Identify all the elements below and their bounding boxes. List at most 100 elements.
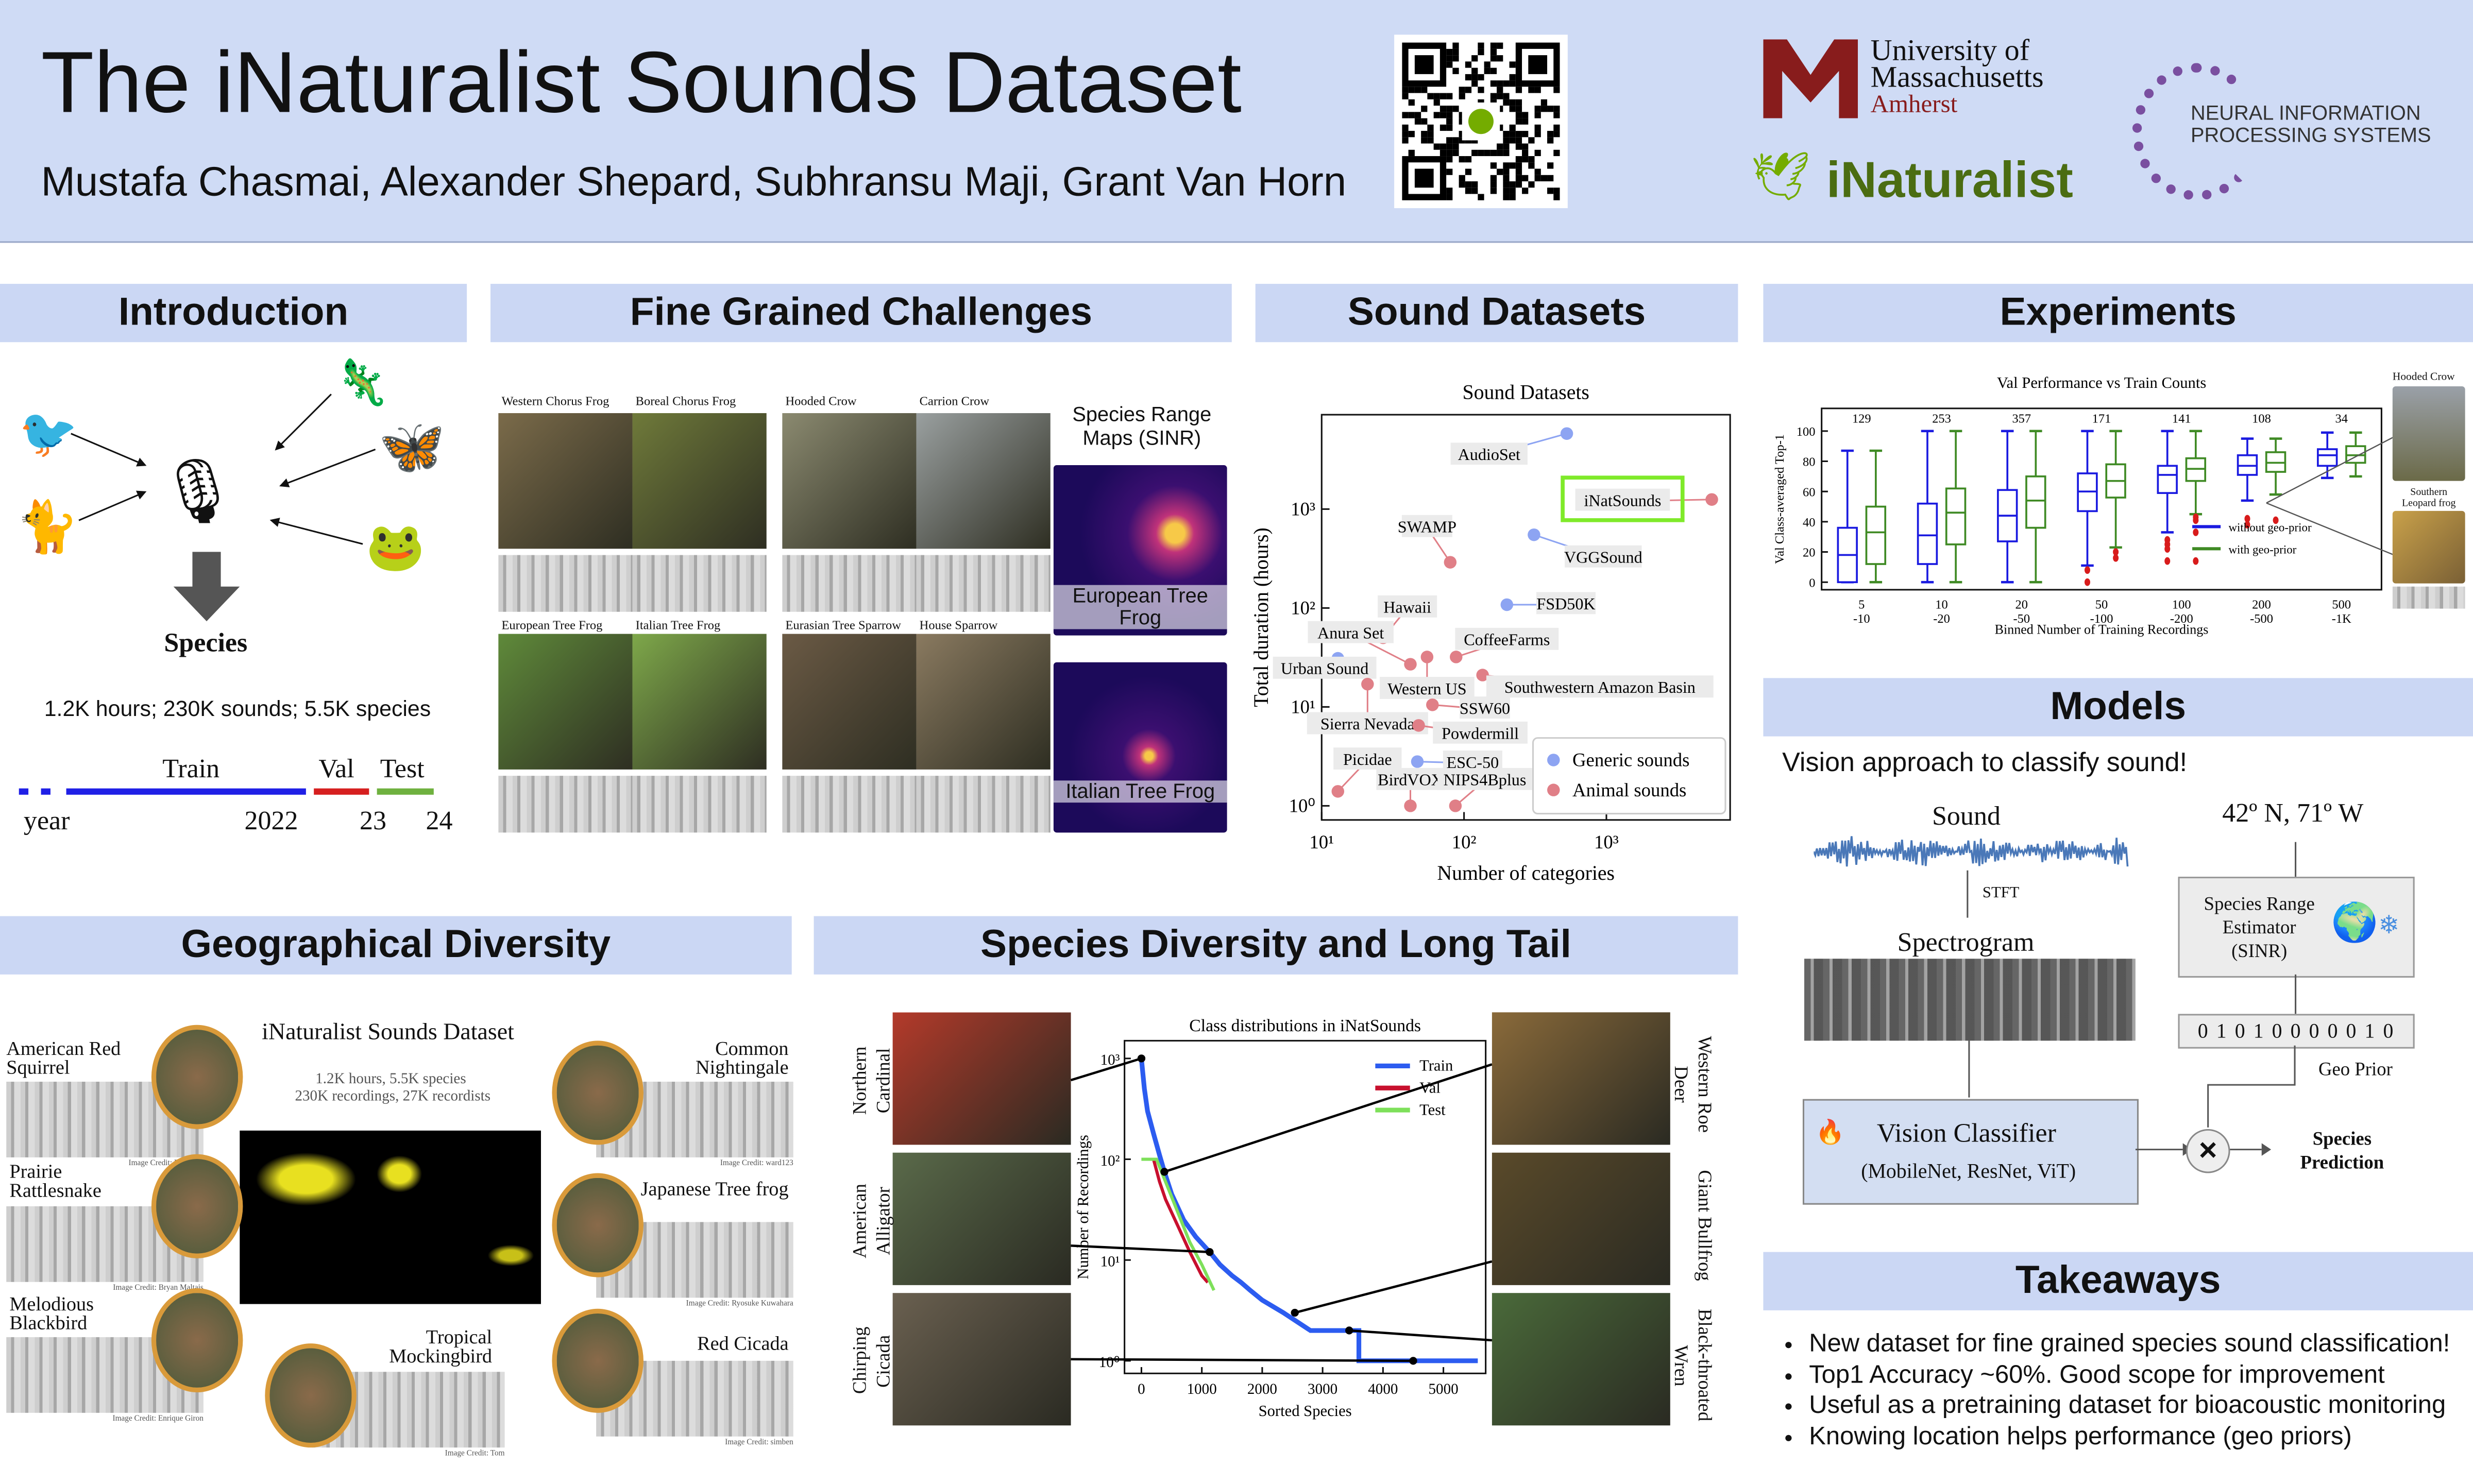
qr-module	[1516, 181, 1522, 187]
qr-module	[1490, 68, 1497, 74]
qr-code[interactable]	[1394, 35, 1568, 208]
qr-module	[1446, 55, 1452, 61]
qr-module	[1465, 156, 1471, 162]
timeline-train-bar	[66, 789, 306, 795]
qr-module	[1516, 156, 1522, 162]
qr-module	[1553, 187, 1560, 194]
timeline-test-label: Test	[380, 754, 425, 785]
highlighted-point	[1345, 1326, 1353, 1334]
bin-count: 253	[1932, 412, 1951, 425]
qr-module	[1471, 74, 1478, 80]
qr-module	[1553, 106, 1560, 112]
qr-module	[1497, 80, 1503, 87]
species-name-vertical: Northern Cardinal	[849, 1025, 893, 1135]
spectrogram-label: Spectrogram	[1898, 927, 2035, 959]
intro-stats: 1.2K hours; 230K sounds; 5.5K species	[44, 695, 431, 721]
x-tick-label: -20	[1933, 612, 1950, 626]
section-sound-datasets: Sound Datasets	[1256, 284, 1738, 342]
qr-module	[1446, 156, 1452, 162]
qr-module	[1471, 80, 1478, 87]
takeaway-item: New dataset for fine grained species sou…	[1809, 1329, 2450, 1360]
x-tick-label: 500	[2332, 598, 2351, 612]
qr-module	[1421, 106, 1427, 112]
data-point	[1426, 698, 1438, 711]
qr-module	[1452, 144, 1459, 150]
species-photo	[498, 413, 632, 549]
qr-module	[1446, 49, 1452, 55]
y-tick-label: 100	[1797, 425, 1816, 439]
qr-module	[1465, 187, 1471, 194]
qr-module	[1459, 93, 1465, 99]
legend-label: Test	[1419, 1101, 1446, 1118]
bin-count: 357	[2012, 412, 2031, 425]
qr-module	[1516, 144, 1522, 150]
y-tick-label: 10²	[1100, 1153, 1120, 1169]
qr-module	[1516, 162, 1522, 168]
qr-module	[1516, 131, 1522, 137]
qr-module	[1446, 150, 1452, 156]
qr-module	[1553, 194, 1560, 200]
qr-module	[1553, 87, 1560, 93]
point-label: Sierra Nevada	[1320, 714, 1415, 733]
data-point	[1421, 651, 1433, 663]
species-pair-label: Italian Tree Frog	[636, 618, 721, 633]
down-arrow-icon	[174, 552, 240, 621]
highlighted-point	[1409, 1357, 1417, 1364]
data-point	[1561, 427, 1573, 439]
qr-module	[1415, 118, 1421, 125]
qr-module	[1541, 99, 1547, 106]
qr-module	[1503, 194, 1509, 200]
qr-module	[1516, 169, 1522, 175]
qr-module	[1402, 131, 1408, 137]
species-pair-label: Carrion Crow	[920, 394, 989, 408]
multiply-node: ×	[2186, 1129, 2230, 1173]
section-species-diversity: Species Diversity and Long Tail	[814, 916, 1738, 975]
sinr-arrow	[2295, 975, 2296, 1014]
qr-module	[1547, 162, 1553, 168]
qr-module	[1497, 144, 1503, 150]
qr-module	[1535, 106, 1541, 112]
qr-module	[1490, 43, 1497, 49]
qr-module	[1434, 144, 1440, 150]
qr-module	[1427, 131, 1433, 137]
outlier-point	[2164, 545, 2170, 553]
y-tick-label: 10²	[1291, 598, 1315, 619]
geo-stats-1: 1.2K hours, 5.5K species	[315, 1072, 466, 1088]
qr-module	[1510, 181, 1516, 187]
qr-module	[1459, 87, 1465, 93]
point-label: NIPS4Bplus	[1444, 771, 1527, 789]
qr-module	[1522, 112, 1528, 118]
timeline-23: 23	[360, 806, 386, 837]
intro-species-label: Species	[164, 627, 247, 659]
umass-line1: University of	[1871, 38, 2044, 64]
qr-module	[1503, 181, 1509, 187]
qr-module	[1535, 169, 1541, 175]
qr-module	[1402, 125, 1408, 131]
qr-module	[1452, 68, 1459, 74]
timeline-24: 24	[426, 806, 453, 837]
qr-module	[1409, 87, 1415, 93]
y-tick-label: 10³	[1291, 499, 1315, 520]
x-tick-label: 3000	[1308, 1381, 1337, 1397]
qr-module	[1434, 99, 1440, 106]
qr-module	[1516, 175, 1522, 181]
highlighted-point	[1138, 1054, 1145, 1062]
species-photo	[782, 413, 916, 549]
x-tick-label: 10³	[1594, 831, 1619, 852]
image-credit: Image Credit: Enrique Giron	[6, 1416, 204, 1424]
data-point	[1404, 658, 1416, 670]
qr-module	[1478, 43, 1484, 49]
qr-module	[1452, 43, 1459, 49]
species-spectrogram	[782, 555, 916, 612]
sound-datasets-chart: Sound Datasets10¹10²10³10⁰10¹10²10³Numbe…	[1246, 370, 1738, 891]
highlighted-point	[1160, 1168, 1168, 1175]
species-circle-photo	[552, 1173, 643, 1277]
qr-module	[1484, 61, 1490, 67]
qr-module	[1478, 49, 1484, 55]
takeaway-item: Top1 Accuracy ~60%. Good scope for impro…	[1809, 1360, 2450, 1391]
point-label: SWAMP	[1398, 517, 1456, 536]
qr-module	[1452, 106, 1459, 112]
sinr-label: Species Range Estimator (SINR)	[2184, 893, 2334, 964]
qr-module	[1421, 137, 1427, 143]
qr-module	[1528, 137, 1534, 143]
